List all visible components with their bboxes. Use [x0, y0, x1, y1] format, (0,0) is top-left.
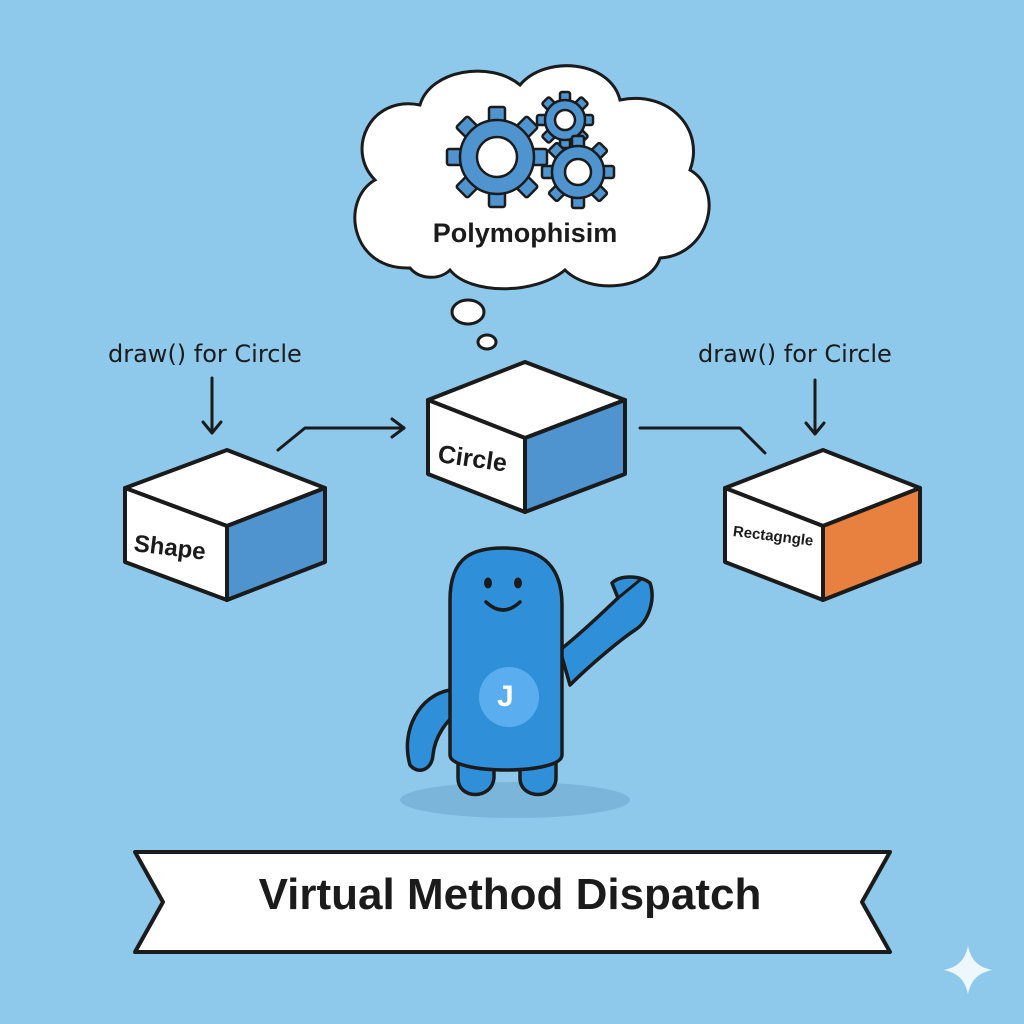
- gear-icon-small: [535, 90, 595, 150]
- connector-circle-to-rectangle: [638, 426, 767, 455]
- mascot: [400, 546, 654, 818]
- gear-icon-large: [445, 105, 549, 209]
- thought-dot-small: [476, 333, 498, 351]
- sparkle-icon: [944, 946, 992, 994]
- circle-box: [426, 360, 627, 514]
- title-banner: [133, 850, 892, 954]
- gear-icon-medium: [540, 134, 616, 210]
- arrow-shape-to-circle: [276, 417, 406, 452]
- mascot-shadow: [400, 782, 630, 818]
- mascot-badge-letter: J: [497, 680, 514, 713]
- label-left-draw: draw() for Circle: [108, 340, 302, 368]
- shape-box: [123, 448, 327, 602]
- mascot-smile: [484, 600, 522, 612]
- banner-title: Virtual Method Dispatch: [258, 870, 762, 919]
- arrow-down-left: [201, 376, 223, 435]
- label-right-draw: draw() for Circle: [698, 340, 892, 368]
- mascot-eye-right: [514, 577, 522, 589]
- arrow-down-right: [804, 378, 826, 436]
- mascot-eye-left: [484, 577, 492, 589]
- thought-dot-large: [450, 298, 486, 326]
- rectangle-box: [723, 448, 922, 602]
- thought-bubble-title: Polymophisim: [432, 218, 618, 248]
- mascot-badge: [479, 667, 539, 727]
- thought-bubble: [353, 64, 711, 351]
